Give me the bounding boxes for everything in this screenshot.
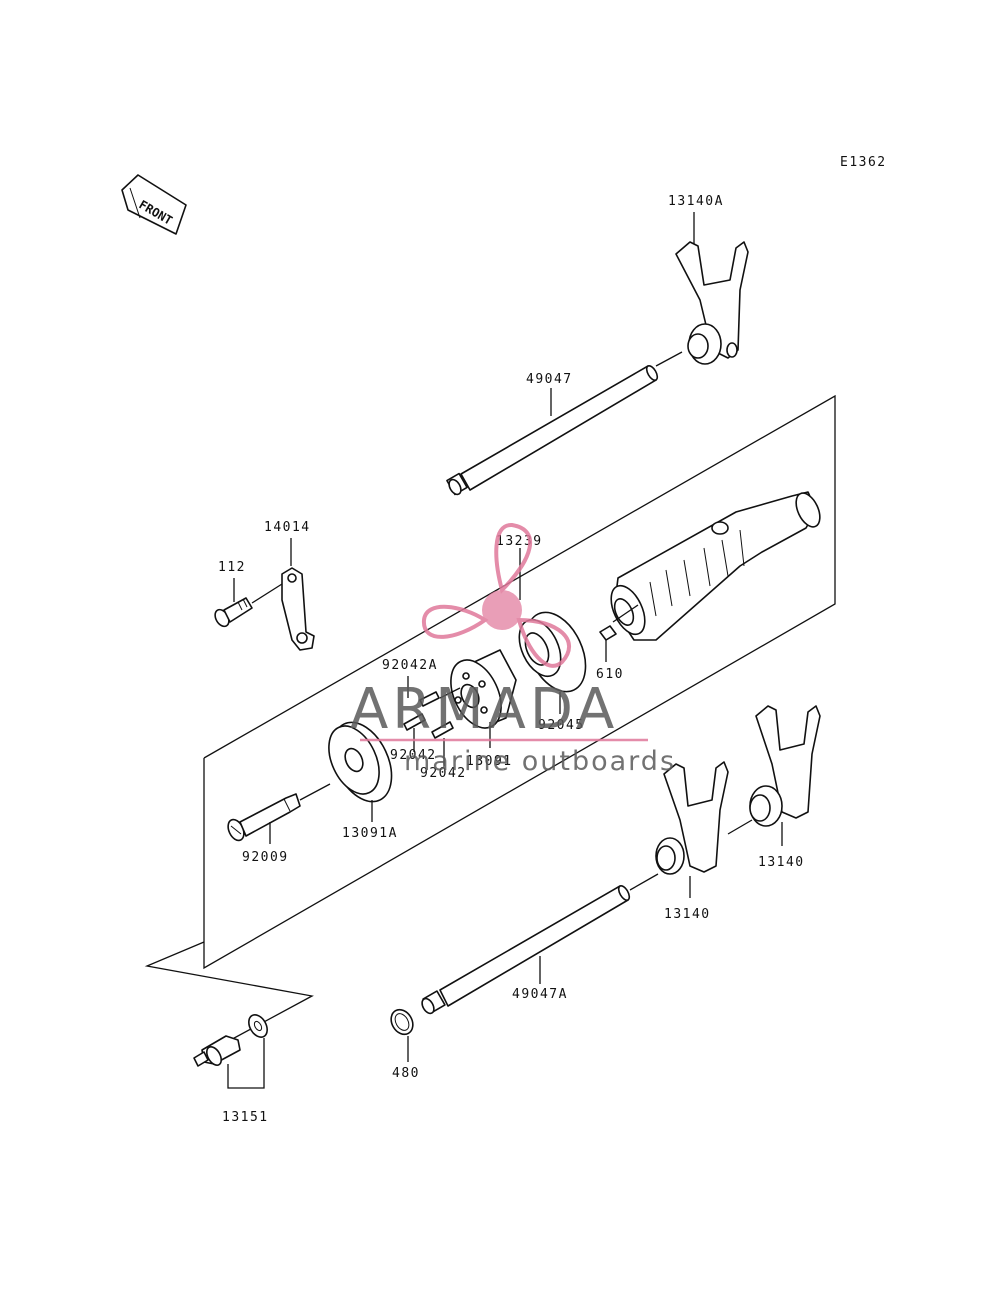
label-13091A: 13091A xyxy=(342,826,398,841)
diagram-code: E1362 xyxy=(840,155,887,170)
pin-610 xyxy=(599,625,617,641)
shift-fork-13140-right xyxy=(727,705,821,846)
shift-fork-13140A xyxy=(655,212,749,367)
label-13091: 13091 xyxy=(466,754,513,769)
label-480: 480 xyxy=(392,1066,420,1081)
front-arrow-icon: FRONT xyxy=(121,174,187,235)
shift-rod-49047A xyxy=(421,884,631,1015)
label-92045: 92045 xyxy=(538,718,585,733)
label-13140-right: 13140 xyxy=(758,855,805,870)
label-610: 610 xyxy=(596,667,624,682)
cam-plate-13091A xyxy=(328,721,393,822)
label-14014: 14014 xyxy=(264,520,311,535)
circlip-480 xyxy=(390,1008,414,1062)
bearing-92045 xyxy=(518,611,587,714)
neutral-switch-13151 xyxy=(193,1014,268,1089)
bolt-92009 xyxy=(227,783,331,844)
label-112: 112 xyxy=(218,560,246,575)
label-49047: 49047 xyxy=(526,372,573,387)
label-49047A: 49047A xyxy=(512,987,568,1002)
pins-92042 xyxy=(403,676,461,766)
watermark-subtitle: marine outboards xyxy=(404,746,676,777)
label-13140-left: 13140 xyxy=(664,907,711,922)
pin-holder-13091 xyxy=(450,649,517,748)
label-92042-a: 92042 xyxy=(390,748,437,763)
propeller-logo-icon xyxy=(421,522,571,668)
shift-rod-49047 xyxy=(446,364,659,496)
label-92042-b: 92042 xyxy=(420,766,467,781)
shift-drum xyxy=(605,491,821,662)
label-92009: 92009 xyxy=(242,850,289,865)
label-92042A: 92042A xyxy=(382,658,438,673)
bolt-112 xyxy=(214,578,283,628)
watermark-title: ARMADA xyxy=(350,677,618,742)
stopper-plate-14014 xyxy=(281,538,315,651)
label-13239: 13239 xyxy=(496,534,543,549)
label-13140A: 13140A xyxy=(668,194,724,209)
shift-fork-13140-left xyxy=(629,761,729,898)
label-13151: 13151 xyxy=(222,1110,269,1125)
armada-watermark: ARMADA marine outboards xyxy=(350,522,676,777)
